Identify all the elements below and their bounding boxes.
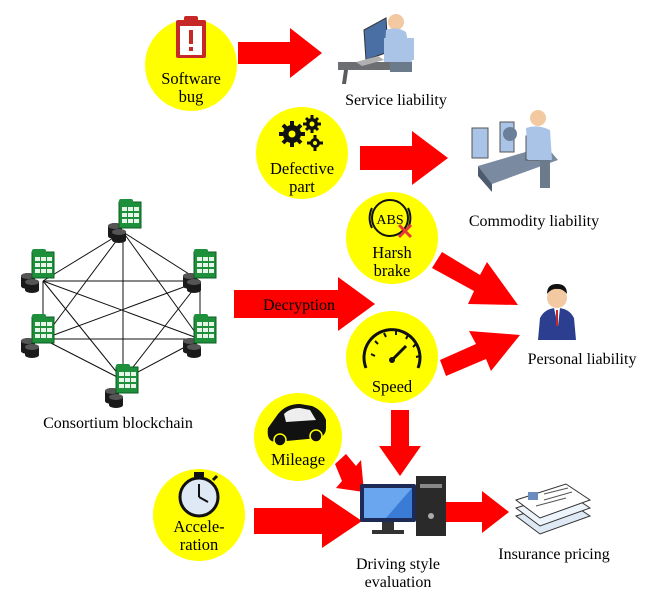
commodity-liability-label: Commodity liability [469, 213, 599, 230]
speedometer-icon [362, 328, 422, 369]
arrow-computer-to-insurance [444, 491, 509, 533]
factor-defective-part: Defective part [256, 107, 348, 199]
arrow-mileage-to-computer [335, 454, 364, 492]
factor-defective-part-line2: part [289, 177, 315, 196]
blockchain-node [20, 248, 55, 294]
service-liability-label: Service liability [345, 92, 447, 109]
abs-badge: ABS [376, 213, 403, 228]
blockchain-node [182, 313, 217, 359]
office-worker-computer-icon [338, 14, 414, 84]
driving-style-line2: evaluation [365, 574, 432, 591]
decryption-label: Decryption [263, 297, 335, 314]
factor-harsh-brake-line2: brake [374, 261, 411, 280]
factor-harsh-brake: ABS Harsh brake [346, 192, 438, 284]
desktop-computer-icon [360, 476, 446, 536]
factor-speed: Speed [346, 311, 438, 403]
arrow-acceleration-to-computer [254, 494, 362, 548]
factor-acceleration-line2: ration [180, 535, 219, 554]
arrow-brake-to-personal [432, 252, 518, 305]
factor-acceleration: Accele- ration [153, 469, 245, 561]
stopwatch-icon [178, 472, 220, 518]
gears-icon [279, 115, 323, 151]
factor-software-bug: Software bug [145, 16, 237, 111]
abs-brake-warning-icon: ABS [368, 199, 413, 239]
arrow-software-to-service [238, 28, 322, 78]
arrow-defective-to-commodity [360, 131, 448, 185]
factor-harsh-brake-line1: Harsh [372, 243, 412, 262]
arrows [234, 28, 520, 548]
factor-software-bug-line1: Software [161, 69, 221, 88]
car-icon [267, 404, 326, 447]
blockchain-node [182, 248, 217, 294]
blockchain-network [20, 198, 217, 409]
factor-mileage-label: Mileage [271, 450, 325, 469]
blockchain-node [104, 363, 139, 409]
factor-defective-part-line1: Defective [270, 159, 334, 178]
document-stack-icon [514, 483, 592, 535]
arrow-speed-to-personal [440, 331, 520, 376]
consortium-blockchain-label: Consortium blockchain [43, 415, 193, 432]
clipboard-alert-icon [176, 16, 206, 58]
factor-mileage: Mileage [254, 393, 342, 481]
driving-style-line1: Driving style [356, 556, 440, 573]
arrow-decryption [234, 277, 375, 331]
arrow-speed-to-computer [379, 410, 421, 476]
businessman-icon [538, 284, 576, 340]
blockchain-node [107, 198, 142, 244]
factor-acceleration-line1: Accele- [173, 517, 224, 536]
factor-software-bug-line2: bug [179, 87, 204, 106]
factory-worker-conveyor-icon [471, 110, 558, 192]
personal-liability-label: Personal liability [528, 351, 637, 368]
factor-speed-label: Speed [372, 377, 413, 396]
insurance-pricing-label: Insurance pricing [498, 546, 610, 563]
blockchain-node [20, 313, 55, 359]
